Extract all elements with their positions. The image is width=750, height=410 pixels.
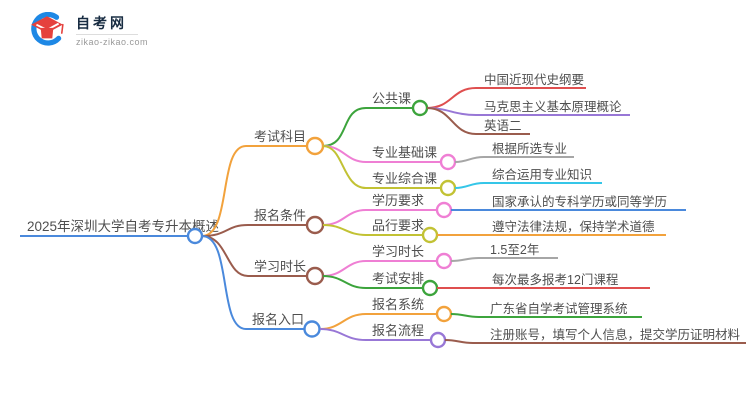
- node-conduct-requirement: 品行要求: [372, 218, 424, 233]
- node-study-duration: 学习时长: [254, 259, 306, 274]
- node-exam-arrangement: 考试安排: [372, 271, 424, 286]
- edge-registration-process: [319, 328, 430, 341]
- leaf-based-on-major: 根据所选专业: [492, 141, 567, 156]
- edge-one-and-half-to-two-years: [450, 257, 558, 262]
- root-node-label: 2025年深圳大学自考专升本概述: [27, 219, 219, 234]
- leaf-recognized-diploma: 国家承认的专科学历或同等学历: [492, 194, 667, 209]
- edge-exam-subjects: [201, 145, 306, 237]
- circle-registration-portal: [303, 320, 321, 338]
- node-education-requirement: 学历要求: [372, 193, 424, 208]
- leaf-apply-professional-knowledge: 综合运用专业知识: [492, 167, 592, 182]
- leaf-guangdong-exam-system: 广东省自学考试管理系统: [490, 301, 628, 316]
- edge-based-on-major: [454, 156, 574, 163]
- circle-education-requirement: [435, 201, 453, 219]
- edge-registration-portal: [201, 235, 304, 330]
- leaf-english-two: 英语二: [484, 119, 522, 133]
- logo-cap-base: [40, 27, 54, 39]
- leaf-max-twelve-courses: 每次最多报考12门课程: [492, 272, 619, 287]
- leaf-one-and-half-to-two-years: 1.5至2年: [490, 243, 539, 257]
- logo-blue-arc: [31, 12, 62, 46]
- node-registration-process: 报名流程: [372, 323, 424, 338]
- circle-professional-comprehensive-courses: [439, 179, 457, 197]
- circle-registration-conditions: [305, 215, 325, 235]
- node-professional-basic-courses: 专业基础课: [372, 145, 437, 160]
- logo-title: 自考网: [76, 14, 127, 31]
- edge-professional-comprehensive-courses: [322, 145, 440, 189]
- logo-divider: [76, 34, 138, 36]
- root-node-circle: [186, 227, 204, 245]
- edge-public-courses: [322, 107, 412, 147]
- circle-registration-process: [429, 331, 447, 349]
- node-registration-conditions: 报名条件: [254, 208, 306, 223]
- logo-domain: zikao-zikao.com: [76, 37, 149, 48]
- edge-modern-chinese-history: [426, 87, 586, 109]
- leaf-obey-laws: 遵守法律法规，保持学术道德: [492, 219, 655, 234]
- node-public-courses: 公共课: [372, 91, 411, 106]
- circle-exam-subjects: [305, 136, 325, 156]
- edge-english-two: [426, 107, 530, 135]
- leaf-marxism-principles: 马克思主义基本原理概论: [484, 100, 622, 114]
- edge-apply-professional-knowledge: [454, 182, 602, 189]
- circle-public-courses: [411, 99, 429, 117]
- edge-conduct-requirement: [322, 224, 422, 236]
- circle-study-duration: [305, 266, 325, 286]
- node-registration-portal: 报名入口: [252, 312, 304, 327]
- edge-exam-arrangement: [322, 275, 422, 289]
- edge-registration-conditions: [201, 224, 306, 237]
- logo-text: 自考网 zikao-zikao.com: [76, 14, 149, 48]
- graduation-cap-icon: [31, 12, 64, 46]
- logo-cap-tassel: [60, 23, 64, 34]
- leaf-modern-chinese-history: 中国近现代史纲要: [484, 72, 584, 87]
- node-exam-subjects: 考试科目: [254, 129, 306, 144]
- circle-conduct-requirement: [421, 226, 439, 244]
- circle-exam-arrangement: [421, 279, 439, 297]
- node-registration-system: 报名系统: [372, 297, 424, 312]
- node-study-duration-sub: 学习时长: [372, 244, 424, 259]
- node-professional-comprehensive-courses: 专业综合课: [372, 171, 437, 186]
- circle-study-duration-sub: [435, 252, 453, 270]
- site-logo: 自考网 zikao-zikao.com: [28, 12, 148, 50]
- edge-registration-steps: [444, 339, 746, 344]
- leaf-registration-steps: 注册账号，填写个人信息，提交学历证明材料: [490, 327, 741, 342]
- circle-professional-basic-courses: [439, 153, 457, 171]
- edge-guangdong-exam-system: [450, 313, 642, 318]
- circle-registration-system: [435, 305, 453, 323]
